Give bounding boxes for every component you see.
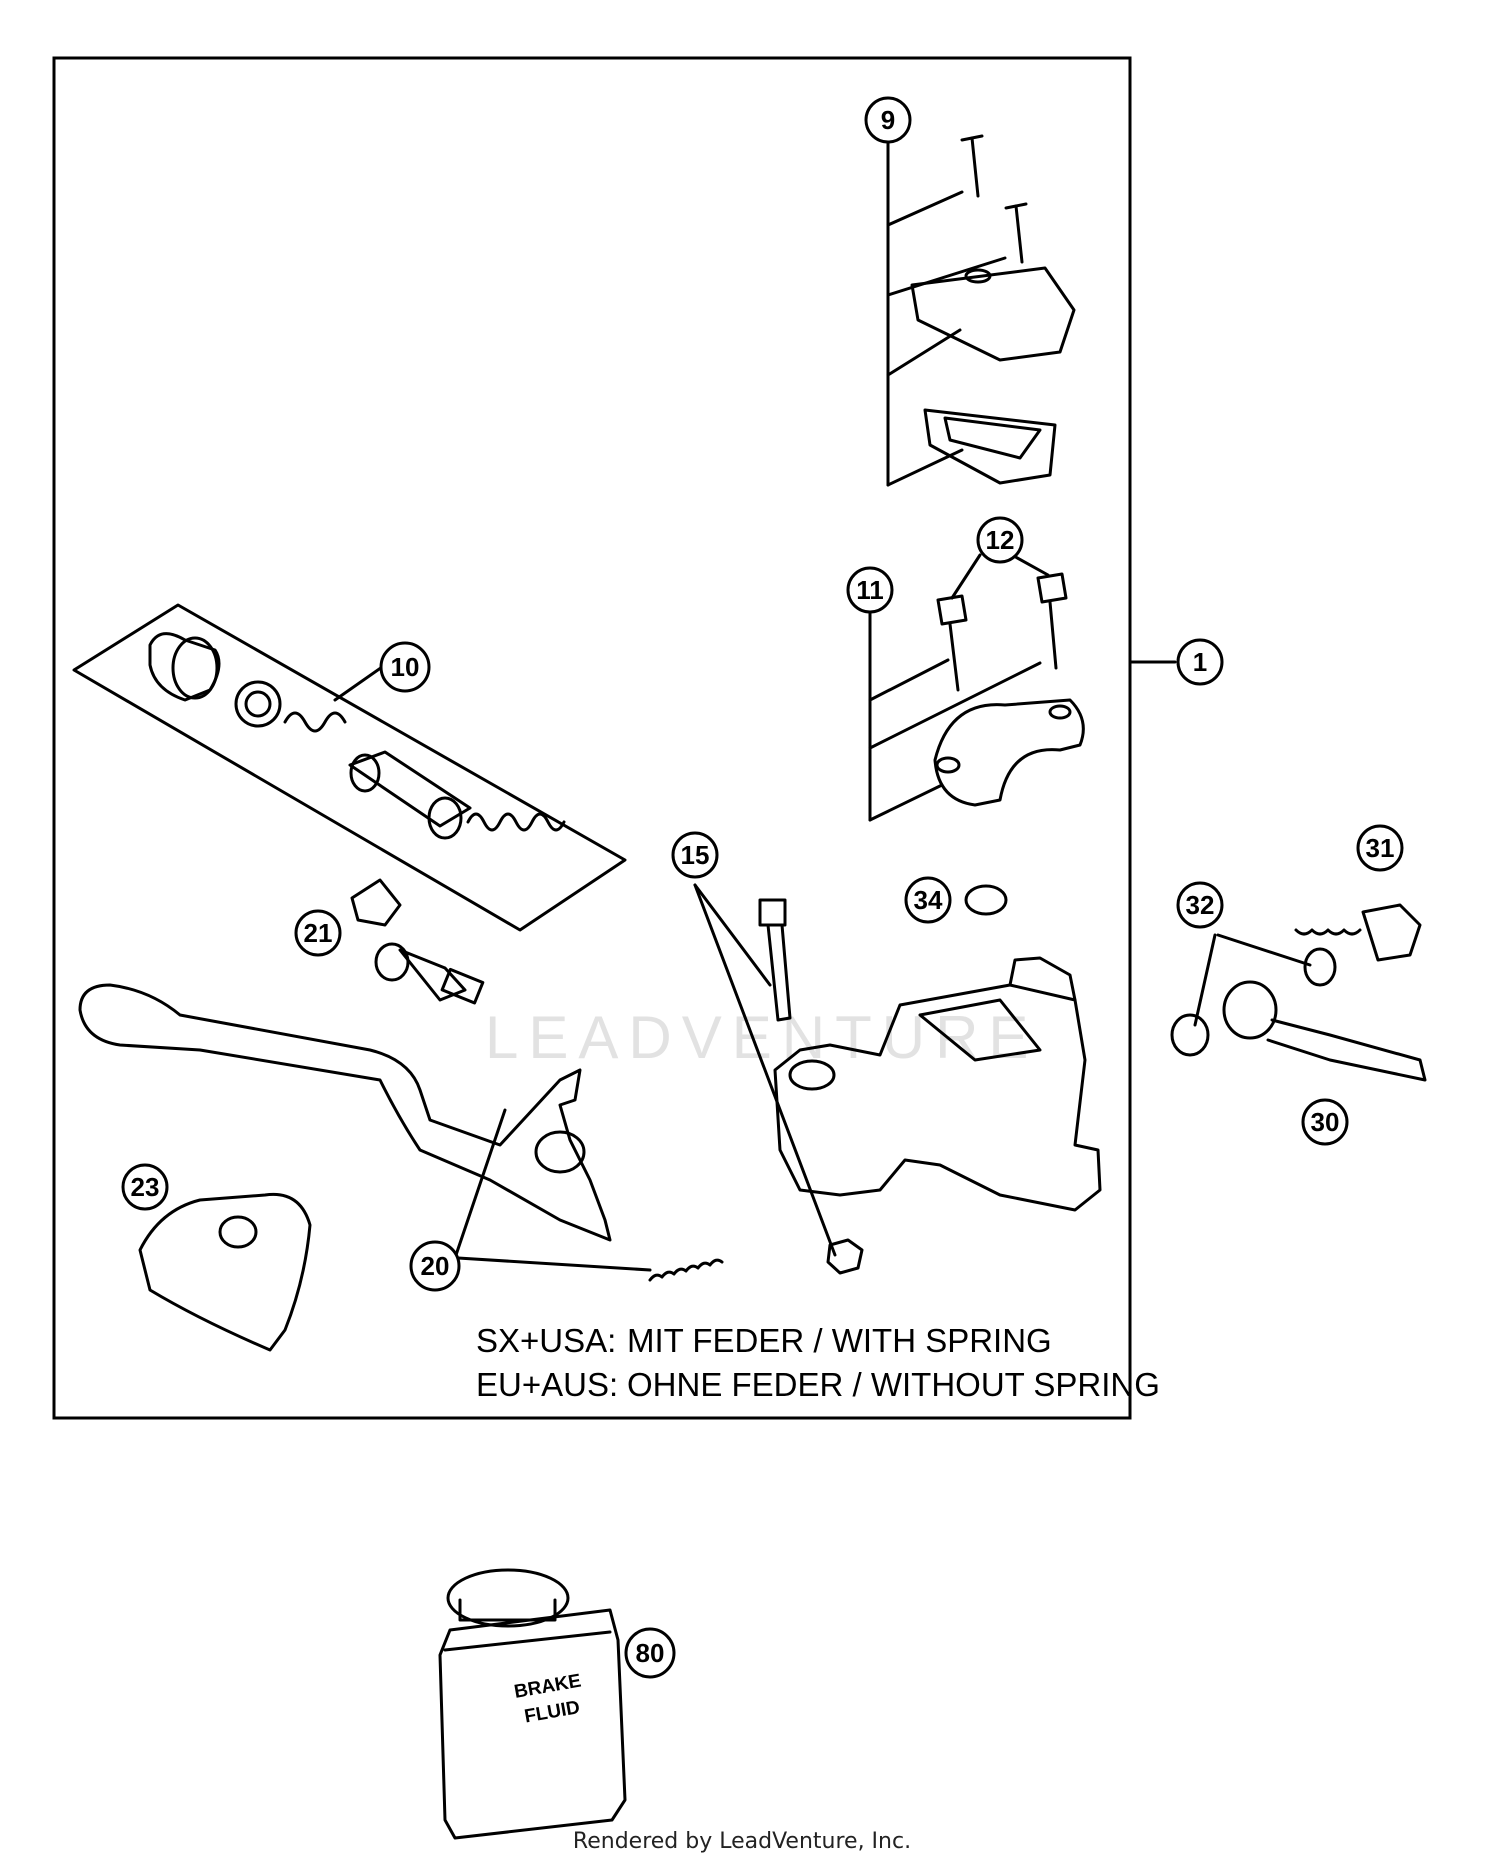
reservoir-cover-hole <box>964 268 992 284</box>
callout-11-circle <box>846 566 894 614</box>
callout-1-circle <box>1176 638 1224 686</box>
callout-34-label: 34 <box>914 885 943 915</box>
callout-23-circle <box>121 1163 169 1211</box>
small-cap <box>964 884 1008 916</box>
callout-12-leader-b <box>1010 553 1050 577</box>
callout-10-leader <box>333 663 387 702</box>
footer-credit: Rendered by LeadVenture, Inc. <box>573 1829 911 1854</box>
lever-spring <box>648 1258 724 1282</box>
master-cylinder-body <box>773 983 1102 1212</box>
callout-12-circle <box>976 516 1024 564</box>
callout-15-circle <box>671 831 719 879</box>
callout-32-leader-a <box>1216 933 1312 967</box>
reservoir-diaphragm <box>923 408 1057 485</box>
callout-80-circle <box>624 1627 676 1679</box>
lever-boot <box>138 1192 312 1352</box>
piston-kit-parts <box>148 632 566 840</box>
callout-20-leader-a <box>453 1108 507 1260</box>
callout-11-label: 11 <box>856 575 884 605</box>
brake-hose <box>1222 980 1427 1082</box>
callout-30-circle <box>1301 1098 1349 1146</box>
callout-11-bracket <box>868 610 1042 822</box>
note-line-1-text: MIT FEDER / WITH SPRING <box>627 1322 1052 1359</box>
adjuster-screw <box>350 878 485 1005</box>
callout-32-label: 32 <box>1186 890 1215 920</box>
callout-12-label: 12 <box>986 525 1015 555</box>
note-line-2-text: OHNE FEDER / WITHOUT SPRING <box>627 1366 1160 1403</box>
sealing-washer-b <box>1170 1013 1210 1057</box>
callout-10-circle <box>379 641 431 693</box>
callout-21-circle <box>294 909 342 957</box>
callout-9-bracket <box>886 138 1007 487</box>
reservoir-cover <box>910 266 1076 362</box>
callout-21-label: 21 <box>304 918 333 948</box>
watermark: LEADVENTURE <box>485 1004 1038 1071</box>
callout-31-circle <box>1356 824 1404 872</box>
brake-fluid-can <box>438 1568 627 1840</box>
callout-15-leader-a <box>693 883 772 987</box>
note-line-2-label: EU+AUS: <box>476 1366 618 1403</box>
callout-32-leader-b <box>1193 933 1217 1027</box>
can-label-line-2: FLUID <box>523 1697 582 1727</box>
callout-32-circle <box>1176 881 1224 929</box>
callout-12-leader-a <box>950 553 982 600</box>
callout-31-label: 31 <box>1366 833 1395 863</box>
pivot-bolt <box>758 898 792 1022</box>
callout-34-circle <box>904 876 952 924</box>
reservoir-cover-screws <box>960 134 1028 264</box>
callout-20-circle <box>409 1240 461 1292</box>
callout-20-label: 20 <box>421 1251 450 1281</box>
callout-80-label: 80 <box>636 1638 665 1668</box>
banjo-bolt <box>1294 903 1422 962</box>
callout-30-label: 30 <box>1311 1107 1340 1137</box>
callout-15-label: 15 <box>681 840 710 870</box>
callout-9-circle <box>864 96 912 144</box>
pivot-nut <box>826 1238 864 1275</box>
callout-1-label: 1 <box>1193 647 1207 677</box>
callout-9-label: 9 <box>881 105 895 135</box>
piston-kit-frame <box>72 603 627 932</box>
callout-23-label: 23 <box>131 1172 160 1202</box>
callout-10-label: 10 <box>391 652 420 682</box>
diagram-frame <box>52 56 1132 1420</box>
callout-15-leader-b <box>693 883 837 1257</box>
callout-20-leader-b <box>456 1256 652 1272</box>
note-line-1-label: SX+USA: <box>476 1322 616 1359</box>
brake-lever <box>78 983 612 1242</box>
sealing-washer-a <box>1303 947 1337 987</box>
handlebar-clamp <box>933 698 1085 807</box>
